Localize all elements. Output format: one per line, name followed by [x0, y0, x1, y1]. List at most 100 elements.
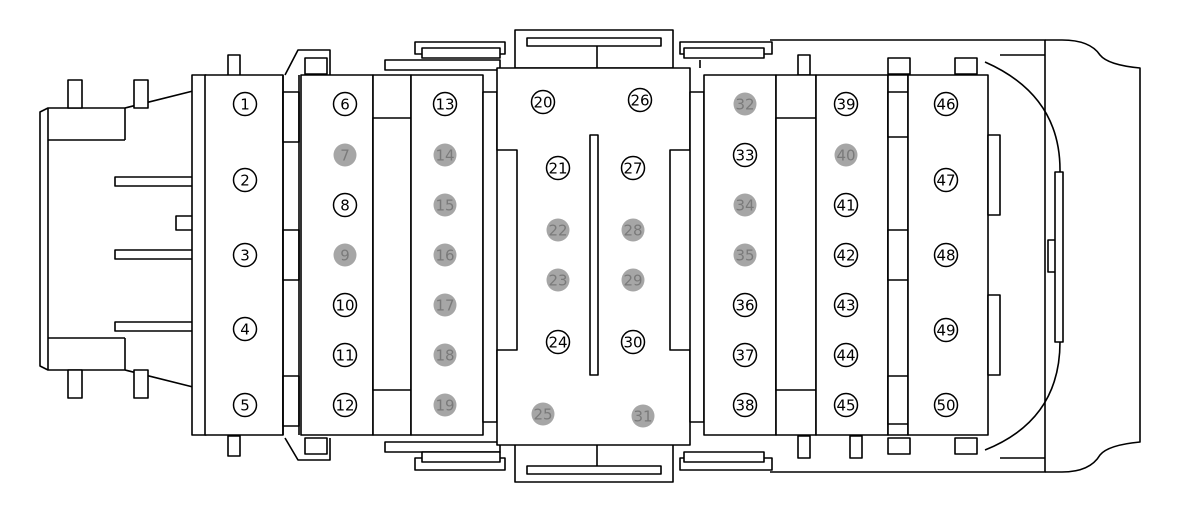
pin-20: 20: [530, 89, 556, 115]
pin-3: 3: [232, 242, 258, 268]
pin-label: 17: [435, 297, 454, 315]
pin-label: 39: [836, 96, 855, 114]
pin-label: 12: [335, 397, 354, 415]
pin-label: 50: [936, 397, 955, 415]
pin-33: 33: [732, 142, 758, 168]
pin-7: 7: [333, 143, 357, 167]
pin-label: 3: [240, 247, 250, 265]
pin-circle: [332, 342, 358, 368]
pin-circle: [621, 268, 645, 292]
pin-label: 10: [335, 297, 354, 315]
pin-42: 42: [833, 242, 859, 268]
pin-17: 17: [433, 293, 457, 317]
pin-circle: [732, 392, 758, 418]
pin-circle: [933, 242, 959, 268]
pin-circle: [433, 293, 457, 317]
pin-label: 4: [240, 321, 250, 339]
pin-14: 14: [433, 143, 457, 167]
pin-label: 20: [533, 94, 552, 112]
pin-circle: [732, 292, 758, 318]
pin-circle: [545, 329, 571, 355]
pin-16: 16: [433, 243, 457, 267]
pin-27: 27: [620, 155, 646, 181]
pin-circle: [834, 143, 858, 167]
pin-circle: [545, 155, 571, 181]
pin-label: 7: [340, 147, 350, 165]
pin-circle: [232, 167, 258, 193]
pin-25: 25: [531, 402, 555, 426]
pin-circle: [333, 243, 357, 267]
pin-label: 44: [836, 347, 855, 365]
pin-circle: [933, 167, 959, 193]
pin-8: 8: [332, 192, 358, 218]
pin-4: 4: [232, 316, 258, 342]
pin-2: 2: [232, 167, 258, 193]
pin-1: 1: [232, 91, 258, 117]
pin-circle: [732, 142, 758, 168]
pin-10: 10: [332, 292, 358, 318]
pin-29: 29: [621, 268, 645, 292]
pin-circle: [530, 89, 556, 115]
pin-34: 34: [733, 193, 757, 217]
pin-21: 21: [545, 155, 571, 181]
pin-label: 25: [533, 406, 552, 424]
pin-circle: [833, 342, 859, 368]
pin-circle: [433, 193, 457, 217]
pin-label: 1: [240, 96, 250, 114]
pin-circle: [627, 87, 653, 113]
pin-36: 36: [732, 292, 758, 318]
pin-circle: [332, 192, 358, 218]
pin-50: 50: [933, 392, 959, 418]
pin-38: 38: [732, 392, 758, 418]
pin-label: 41: [836, 197, 855, 215]
pin-label: 42: [836, 247, 855, 265]
pin-23: 23: [546, 268, 570, 292]
pin-circle: [531, 402, 555, 426]
pin-49: 49: [933, 317, 959, 343]
connector-latch-bottom: [227, 435, 1046, 483]
pin-circle: [546, 218, 570, 242]
pin-label: 49: [936, 322, 955, 340]
pin-label: 15: [435, 197, 454, 215]
pin-circle: [833, 392, 859, 418]
pin-circle: [433, 343, 457, 367]
pin-label: 11: [335, 347, 354, 365]
pin-label: 31: [633, 408, 652, 426]
pin-label: 19: [435, 397, 454, 415]
pin-24: 24: [545, 329, 571, 355]
pin-5: 5: [232, 392, 258, 418]
pin-label: 5: [240, 397, 250, 415]
pin-31: 31: [631, 404, 655, 428]
pin-26: 26: [627, 87, 653, 113]
pin-43: 43: [833, 292, 859, 318]
pin-46: 46: [933, 91, 959, 117]
pin-11: 11: [332, 342, 358, 368]
pin-22: 22: [546, 218, 570, 242]
pin-label: 9: [340, 247, 350, 265]
pin-label: 29: [623, 272, 642, 290]
pin-18: 18: [433, 343, 457, 367]
pin-circle: [433, 393, 457, 417]
pin-label: 23: [548, 272, 567, 290]
pin-label: 14: [435, 147, 454, 165]
pin-28: 28: [621, 218, 645, 242]
pin-label: 22: [548, 222, 567, 240]
pin-circle: [733, 92, 757, 116]
pin-circle: [620, 329, 646, 355]
pin-circle: [332, 392, 358, 418]
pin-44: 44: [833, 342, 859, 368]
pin-label: 35: [735, 247, 754, 265]
connector-pin-columns: [204, 67, 1001, 446]
pin-circle: [621, 218, 645, 242]
pin-label: 37: [735, 347, 754, 365]
pin-label: 6: [340, 96, 350, 114]
pin-label: 26: [630, 92, 649, 110]
pin-label: 2: [240, 172, 250, 190]
pin-35: 35: [733, 243, 757, 267]
pin-label: 48: [936, 247, 955, 265]
pin-label: 40: [836, 147, 855, 165]
pin-circle: [933, 392, 959, 418]
pin-label: 27: [623, 160, 642, 178]
pin-label: 28: [623, 222, 642, 240]
